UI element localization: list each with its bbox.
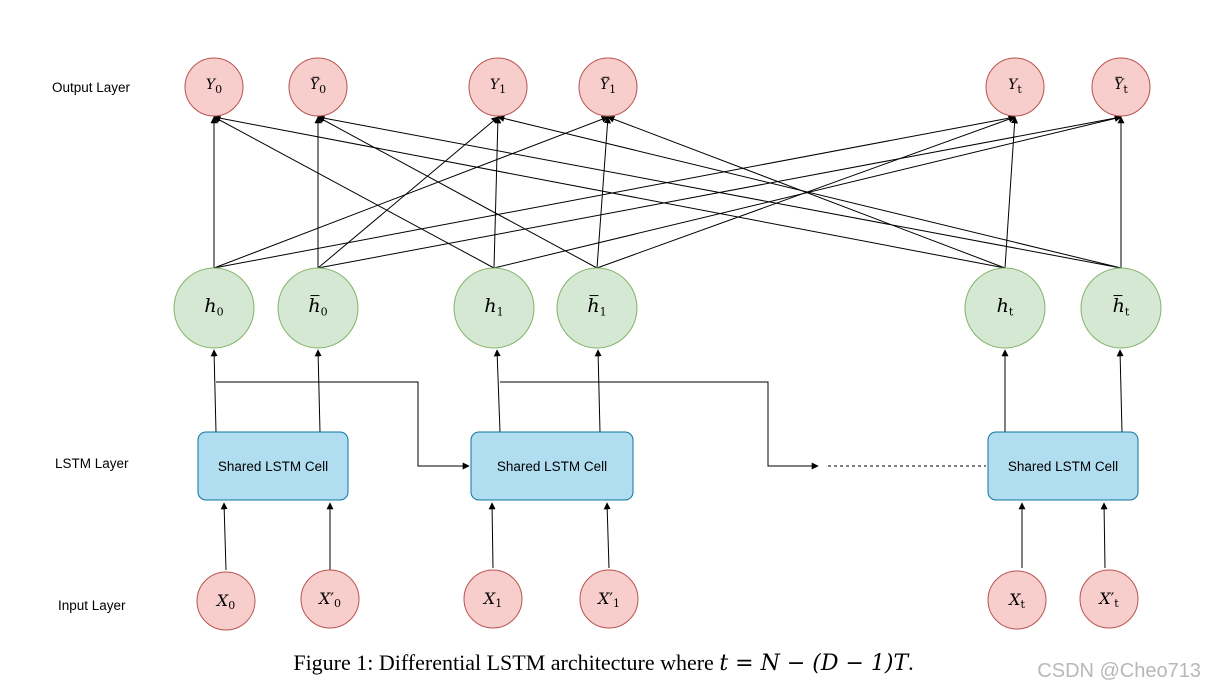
hidden-node-3: h1 <box>556 267 638 349</box>
hidden-node-0: h0 <box>173 267 255 349</box>
edge-hidden-3-to-output-3 <box>596 116 612 269</box>
figure-caption: Figure 1: Differential LSTM architecture… <box>0 650 1207 676</box>
output-layer-label: Output Layer <box>52 80 131 95</box>
svg-text:X′1: X′1 <box>596 589 620 610</box>
svg-text:X′t: X′t <box>1097 589 1119 610</box>
lstm-cell-label: Shared LSTM Cell <box>218 459 328 474</box>
output-node-0: Y0 <box>184 57 244 117</box>
watermark: CSDN @Cheo713 <box>1037 660 1201 682</box>
input-node-2: X1 <box>463 569 523 629</box>
svg-text:h0: h0 <box>308 295 327 318</box>
edge-cell-0-to-hidden-0 <box>210 349 218 433</box>
svg-text:Yt: Yt <box>1008 77 1022 96</box>
svg-text:Y0: Y0 <box>310 77 326 96</box>
edge-cell-0-to-hidden-1 <box>314 349 322 433</box>
lstm-cell-2: Shared LSTM Cell <box>987 431 1139 501</box>
caption-math: t = N − (D − 1)T <box>719 651 909 676</box>
input-node-0: X0 <box>196 571 256 631</box>
recurrent-edge-1-to-t <box>500 381 819 470</box>
output-node-2: Y1 <box>468 57 528 117</box>
edge-hidden-0-to-output-3 <box>213 115 609 269</box>
svg-text:h1: h1 <box>484 295 503 318</box>
lstm-cell-1: Shared LSTM Cell <box>470 431 634 501</box>
input-node-5: X′t <box>1079 569 1139 629</box>
edge-hidden-2-to-output-2 <box>493 116 502 269</box>
lstm-cell-label: Shared LSTM Cell <box>497 459 607 474</box>
edge-hidden-5-to-output-2 <box>497 115 1122 269</box>
svg-text:ht: ht <box>1113 295 1130 318</box>
svg-text:X1: X1 <box>482 589 502 610</box>
svg-text:Y1: Y1 <box>490 77 506 96</box>
svg-text:Y0: Y0 <box>206 77 222 96</box>
edge-hidden-4-to-output-4 <box>1004 116 1019 269</box>
recurrent-edge-0-to-1 <box>216 381 470 470</box>
input-layer-label: Input Layer <box>58 598 126 613</box>
lstm-layer-label: LSTM Layer <box>55 456 129 471</box>
output-node-3: Y1 <box>578 57 638 117</box>
output-node-1: Y0 <box>288 57 348 117</box>
lstm-cell-label: Shared LSTM Cell <box>1008 459 1118 474</box>
svg-text:Yt: Yt <box>1114 77 1128 96</box>
svg-text:ht: ht <box>997 295 1014 318</box>
output-node-4: Yt <box>985 57 1045 117</box>
edge-cell-1-to-hidden-0 <box>493 349 501 433</box>
hidden-node-1: h0 <box>277 267 359 349</box>
edge-hidden-5-to-output-1 <box>317 114 1122 269</box>
edge-hidden-1-to-output-2 <box>317 116 499 269</box>
svg-text:Y1: Y1 <box>600 77 616 96</box>
connection-edges <box>210 114 1125 571</box>
input-node-1: X′0 <box>300 569 360 629</box>
edge-hidden-4-to-output-3 <box>607 115 1006 269</box>
svg-text:h1: h1 <box>587 295 606 318</box>
input-node-3: X′1 <box>579 569 639 629</box>
edge-cell-2-to-hidden-1 <box>1116 349 1124 433</box>
input-node-4: Xt <box>987 570 1047 630</box>
edge-input-5-to-cell <box>1100 502 1108 569</box>
hidden-node-5: ht <box>1080 267 1162 349</box>
caption-suffix: . <box>908 650 914 675</box>
edge-hidden-4-to-output-0 <box>213 114 1006 269</box>
caption-prefix: Figure 1: Differential LSTM architecture… <box>293 650 720 675</box>
svg-text:X0: X0 <box>215 591 235 612</box>
svg-text:h0: h0 <box>204 295 223 318</box>
hidden-node-4: ht <box>964 267 1046 349</box>
edge-hidden-3-to-output-1 <box>317 116 598 269</box>
svg-text:X′0: X′0 <box>317 589 341 610</box>
output-node-5: Yt <box>1091 57 1151 117</box>
edge-input-0-to-cell <box>220 502 228 571</box>
edge-hidden-2-to-output-0 <box>213 116 495 269</box>
hidden-node-2: h1 <box>453 267 535 349</box>
edge-input-2-to-cell <box>488 502 496 569</box>
svg-text:Xt: Xt <box>1007 590 1025 611</box>
edge-input-3-to-cell <box>603 502 611 569</box>
edge-cell-1-to-hidden-1 <box>594 349 602 433</box>
lstm-cell-0: Shared LSTM Cell <box>197 431 349 501</box>
